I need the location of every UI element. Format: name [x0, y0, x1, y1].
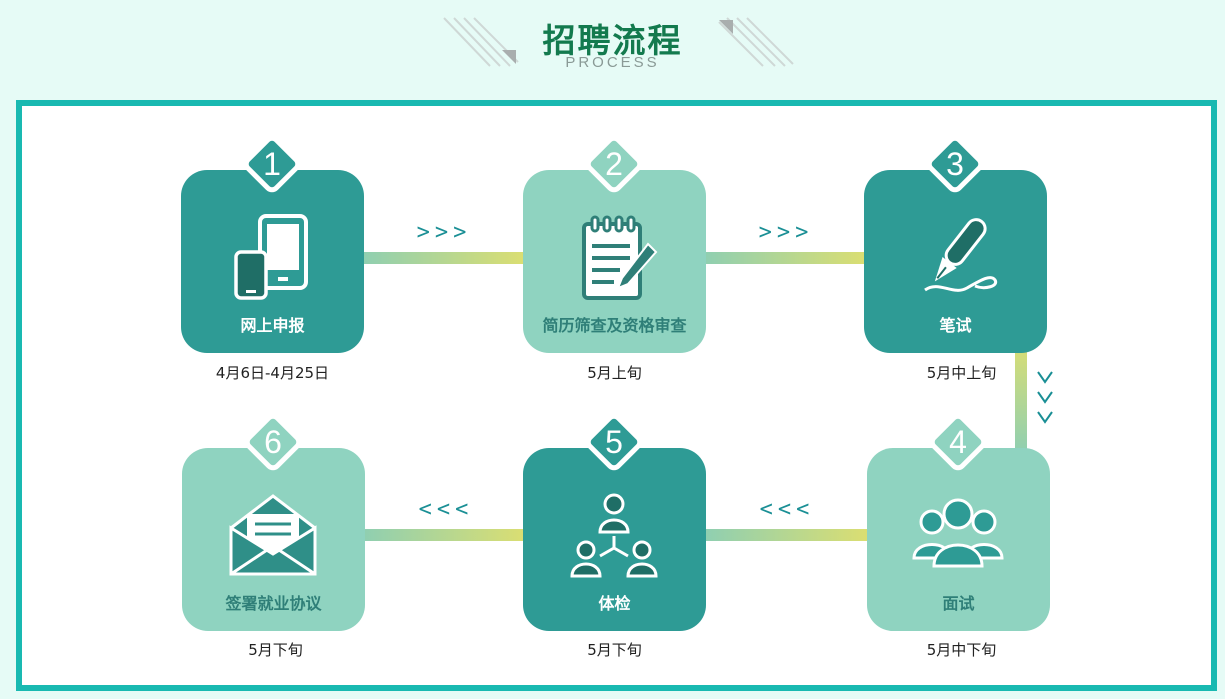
step-number: 6: [264, 424, 282, 460]
step-number: 3: [946, 146, 964, 182]
fountain-pen-icon: [924, 218, 998, 292]
step-card-1: 1 网上申报: [181, 135, 364, 353]
step-date-1: 4月6日-4月25日: [215, 364, 330, 382]
badge-diamond: [585, 135, 643, 193]
badge-diamond: [244, 413, 302, 471]
badge-diamond: [243, 135, 301, 193]
step-card-6: 6 签署就业协议: [182, 413, 365, 631]
page-title: 招聘流程: [542, 21, 683, 60]
step-title: 签署就业协议: [225, 594, 322, 613]
step-title: 网上申报: [240, 316, 305, 335]
step-number: 5: [605, 424, 623, 460]
phone-tablet-icon: [234, 214, 308, 300]
chevron-down-icon: [1037, 371, 1053, 424]
arrow-down: [1033, 366, 1057, 428]
step-number: 4: [949, 424, 967, 460]
header: 招聘流程 PROCESS: [0, 0, 1225, 100]
step-number: 1: [263, 146, 281, 182]
step-date-2: 5月上旬: [587, 364, 642, 382]
arrow-left-2: <<<: [418, 497, 474, 522]
envelope-letter-icon: [229, 494, 317, 576]
step-date-5: 5月下旬: [587, 641, 642, 659]
notepad-pencil-icon: [582, 215, 658, 300]
people-network-icon: [570, 493, 658, 578]
arrow-left-1: <<<: [759, 497, 815, 522]
step-card-4: 4 面试: [867, 413, 1050, 631]
arrow-right-2: >>>: [758, 220, 814, 245]
step-title: 简历筛查及资格审查: [542, 316, 687, 335]
badge-diamond: [585, 413, 643, 471]
step-card-2: 2 简历筛查及资格审查: [523, 135, 706, 353]
step-title: 面试: [942, 594, 975, 613]
step-number: 2: [605, 146, 623, 182]
page-subtitle: PROCESS: [565, 54, 660, 71]
badge-diamond: [929, 413, 987, 471]
step-title: 体检: [598, 594, 631, 613]
step-date-3: 5月中上旬: [926, 364, 997, 382]
step-date-6: 5月下旬: [248, 641, 303, 659]
arrow-right-1: >>>: [416, 220, 472, 245]
step-title: 笔试: [939, 316, 972, 335]
step-date-4: 5月中下旬: [926, 641, 997, 659]
left-stripes-decoration: [443, 17, 519, 67]
step-card-3: 3 笔试: [864, 135, 1047, 353]
step-card-5: 5 体检: [523, 413, 706, 631]
right-stripes-decoration: [718, 17, 794, 67]
badge-diamond: [926, 135, 984, 193]
group-people-icon: [912, 498, 1004, 568]
